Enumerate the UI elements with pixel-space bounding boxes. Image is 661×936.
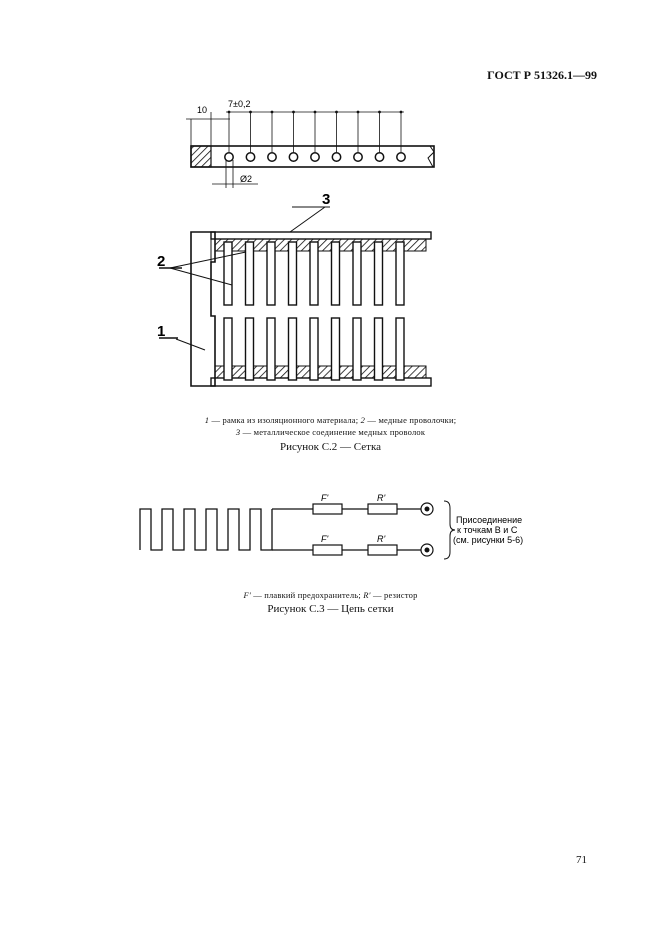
pitch-tick: [313, 110, 317, 114]
wire-lower: [373, 317, 384, 381]
pitch-tick: [270, 110, 274, 114]
legend-r-text: — резистор: [370, 590, 418, 600]
legend-1-text: — рамка из изоляционного материала;: [209, 415, 361, 425]
upper-line: [272, 502, 434, 516]
callout-3-label: 3: [322, 191, 330, 208]
wire-lower: [244, 317, 255, 381]
connection-note-1: Присоединение: [456, 515, 522, 525]
pitch-tick: [399, 110, 403, 114]
wire-upper: [287, 241, 298, 306]
callout-2-label: 2: [157, 253, 165, 270]
dim-diameter-label: Ø2: [240, 174, 252, 184]
pitch-tick: [378, 110, 381, 114]
legend-1-num: 1: [204, 415, 210, 425]
dim-pitch-label: 7±0,2: [228, 99, 250, 109]
connection-brace: [443, 500, 456, 560]
connection-note-2: к точкам B и C: [457, 525, 518, 535]
wire-lower: [266, 317, 276, 381]
figure-c2-grid-drawing: 10 7±0,2 Ø2 3 2 1: [157, 99, 435, 387]
wire-lower: [352, 317, 362, 381]
hole: [267, 152, 277, 162]
hole: [288, 152, 299, 162]
figure-c2-legend: 1 — рамка из изоляционного материала; 2 …: [0, 414, 661, 438]
top-section-view: [186, 110, 435, 188]
hole: [396, 152, 406, 162]
callouts: [159, 206, 330, 351]
wire-lower: [223, 317, 233, 381]
wire-upper: [223, 241, 233, 306]
pitch-tick: [227, 110, 231, 114]
wire-upper: [352, 241, 362, 306]
legend-f-text: — плавкий предохранитель;: [250, 590, 364, 600]
legend-2-num: 2: [360, 415, 366, 425]
legend-3-num: 3: [235, 427, 241, 437]
hole: [245, 152, 256, 162]
pitch-tick: [249, 110, 252, 114]
wire-upper: [395, 241, 405, 306]
pitch-tick: [356, 110, 360, 114]
wire-upper: [330, 241, 341, 306]
main-grid-view: [190, 231, 432, 387]
hole: [224, 152, 234, 162]
figure-c3-legend: F' — плавкий предохранитель; R' — резист…: [0, 589, 661, 601]
meander-grid: [139, 508, 273, 551]
fuse-label-lower: F': [321, 534, 328, 544]
callout-1-label: 1: [157, 323, 165, 340]
hole: [331, 152, 342, 162]
page-number: 71: [576, 854, 587, 866]
resistor-label-upper: R': [377, 493, 385, 503]
wire-lower: [309, 317, 319, 381]
wire-lower: [330, 317, 341, 381]
fuse-label-upper: F': [321, 493, 328, 503]
wire-upper: [373, 241, 384, 306]
legend-2-text: — медные проволочки;: [365, 415, 457, 425]
wire-upper: [266, 241, 276, 306]
wire-lower: [395, 317, 405, 381]
hole: [310, 152, 320, 162]
legend-3-text: — металлическое соединение медных провол…: [240, 427, 426, 437]
figure-c2-title: Рисунок С.2 — Сетка: [279, 441, 382, 453]
document-code-header: ГОСТ Р 51326.1—99: [487, 68, 597, 82]
lower-line: [272, 543, 434, 557]
legend-f-sym: F': [243, 590, 251, 600]
resistor-label-lower: R': [377, 534, 385, 544]
wire-lower: [287, 317, 298, 381]
figure-c3-title: Рисунок С.3 — Цепь сетки: [267, 603, 394, 615]
pitch-tick: [292, 110, 295, 114]
wire-upper: [309, 241, 319, 306]
dim-10-label: 10: [197, 105, 207, 115]
hole: [353, 152, 363, 162]
legend-r-sym: R': [363, 590, 371, 600]
wire-upper: [244, 241, 255, 306]
figure-c3-circuit-drawing: F' R' F' R' Присоединение к точкам B и C…: [139, 493, 523, 560]
connection-note-3: (см. рисунки 5-6): [453, 535, 523, 545]
pitch-tick: [335, 110, 338, 114]
hole: [374, 152, 385, 162]
